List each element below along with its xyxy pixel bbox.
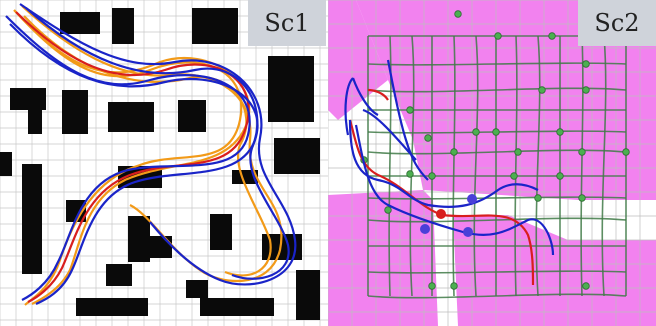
obstacle xyxy=(232,170,258,184)
graph-node xyxy=(428,172,436,180)
graph-edge xyxy=(367,270,627,274)
obstacle xyxy=(128,216,150,262)
graph-edge xyxy=(367,293,627,299)
graph-node xyxy=(578,194,586,202)
trajectory-orange xyxy=(17,13,251,305)
obstacle xyxy=(296,270,320,320)
grid-lines xyxy=(328,0,656,326)
graph-node xyxy=(556,128,564,136)
obstacle xyxy=(274,138,320,174)
obstacle xyxy=(28,104,42,134)
graph-edge xyxy=(601,35,607,297)
graph-node xyxy=(582,282,590,290)
scenario-2-panel: Sc2 xyxy=(328,0,656,326)
obstacle xyxy=(200,298,274,316)
trajectory-red xyxy=(15,11,250,303)
scenario-1-panel: Sc1 xyxy=(0,0,328,326)
graph-node xyxy=(622,148,630,156)
trajectory-blue xyxy=(5,15,251,301)
red-node xyxy=(436,209,446,219)
obstacle xyxy=(268,56,314,122)
graph-node xyxy=(578,148,586,156)
graph-node xyxy=(582,86,590,94)
graph-node xyxy=(514,148,522,156)
graph-node xyxy=(556,172,564,180)
graph-node xyxy=(454,10,462,18)
graph-node xyxy=(510,172,518,180)
blue-node xyxy=(463,227,473,237)
graph-edge xyxy=(367,149,627,155)
graph-edge xyxy=(367,62,627,66)
trajectory-blue xyxy=(19,3,297,286)
graph-node xyxy=(384,206,392,214)
graph-node xyxy=(534,194,542,202)
graph-node xyxy=(406,106,414,114)
graph-node xyxy=(428,282,436,290)
obstacle xyxy=(106,264,132,286)
obstacle xyxy=(192,8,238,44)
obstacle xyxy=(112,8,134,44)
obstacle xyxy=(66,200,86,222)
obstacle xyxy=(76,298,148,316)
graph-node xyxy=(472,128,480,136)
obstacle xyxy=(62,90,88,134)
trajectory-red xyxy=(367,88,389,101)
scenario-1-map xyxy=(0,0,328,326)
trajectory-blue xyxy=(354,124,555,256)
obstacle xyxy=(22,164,42,274)
trajectory-blue xyxy=(25,7,290,280)
graph-node xyxy=(406,170,414,178)
graph-node xyxy=(424,134,432,142)
obstacle xyxy=(60,12,100,34)
trajectory-blue xyxy=(386,59,429,181)
trajectory-blue xyxy=(344,77,379,136)
graph-node xyxy=(582,60,590,68)
trajectory-blue xyxy=(362,108,417,161)
trajectory-blue xyxy=(348,119,539,208)
graph-edge xyxy=(367,196,627,200)
blue-node xyxy=(420,224,430,234)
magenta-region xyxy=(453,215,656,326)
obstacle xyxy=(150,236,172,258)
obstacles xyxy=(0,8,320,320)
trajectories xyxy=(5,3,297,306)
graph-node xyxy=(494,32,502,40)
graph-node xyxy=(450,282,458,290)
graph-node xyxy=(548,32,556,40)
obstacle xyxy=(0,152,12,176)
panel-label: Sc2 xyxy=(578,0,656,46)
obstacle xyxy=(178,100,206,132)
graph-node xyxy=(450,148,458,156)
graph-node xyxy=(492,128,500,136)
highlight-nodes xyxy=(420,194,477,237)
panel-label: Sc1 xyxy=(248,0,326,46)
scenario-2-map xyxy=(328,0,656,326)
obstacle xyxy=(186,280,208,298)
trajectory-blue xyxy=(9,23,259,306)
magenta-region xyxy=(328,190,438,326)
graph-edge xyxy=(367,87,627,93)
obstacle xyxy=(108,102,154,132)
graph-edge xyxy=(535,35,541,297)
blue-node xyxy=(467,194,477,204)
graph-node xyxy=(538,86,546,94)
graph-edge xyxy=(367,217,627,223)
graph-edge xyxy=(514,35,518,297)
obstacle xyxy=(210,214,232,250)
roadmap-graph xyxy=(360,10,630,299)
